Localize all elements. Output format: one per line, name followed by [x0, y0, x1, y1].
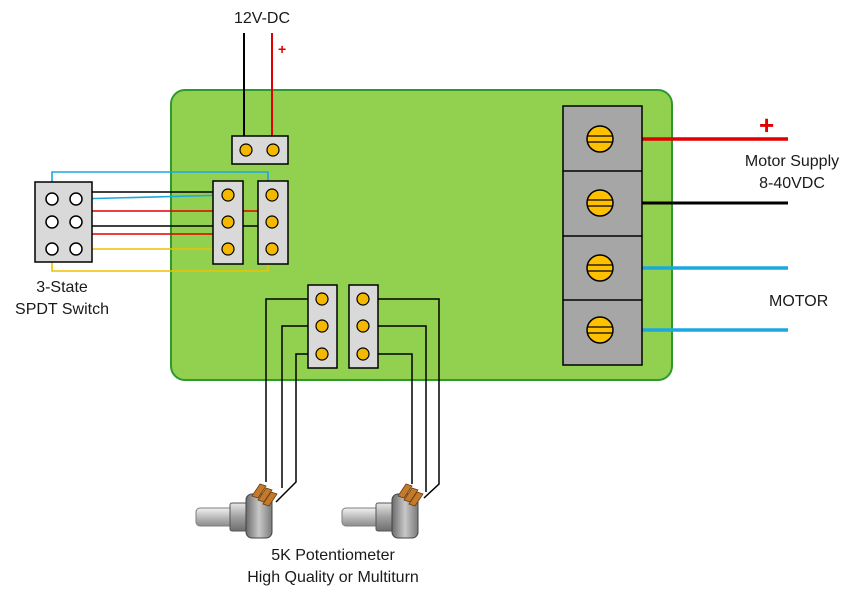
- switch-label: 3-State: [36, 279, 88, 296]
- terminal-block: [562, 105, 643, 366]
- header-pin: [266, 143, 280, 157]
- pot-left-wire-1: [265, 298, 322, 482]
- switch-blue-wire-b: [75, 194, 229, 200]
- power-input-label: 12V-DC: [233, 10, 291, 27]
- pot-label: 5K Potentiometer: [271, 547, 395, 564]
- switch-type-label: SPDT Switch: [15, 301, 109, 318]
- pot-quality-label: High Quality or Multiturn: [247, 569, 419, 586]
- screw-terminal-icon: [586, 125, 614, 153]
- header-pin: [239, 143, 253, 157]
- spdt-switch-icon: [34, 181, 93, 263]
- pot-right-wire-1: [363, 298, 440, 499]
- potentiometer-icon: [195, 483, 278, 539]
- potentiometer-icon: [341, 483, 424, 539]
- pot-right-wire-2: [363, 325, 427, 492]
- pot-header-left: [307, 284, 338, 369]
- pot-header-right: [348, 284, 379, 369]
- power-header: [231, 135, 289, 165]
- power-input-wires: [243, 33, 273, 150]
- screw-terminal-icon: [586, 254, 614, 282]
- switch-header-right: [257, 180, 289, 265]
- pot-right-wire-3: [363, 353, 413, 484]
- switch-header-left: [212, 180, 244, 265]
- motor-supply-label: Motor Supply: [744, 153, 840, 170]
- motor-label: MOTOR: [769, 293, 829, 310]
- motor-supply-plus-label: +: [759, 110, 775, 140]
- screw-terminal-icon: [586, 316, 614, 344]
- power-plus-label: +: [278, 41, 287, 57]
- motor-supply-voltage-label: 8-40VDC: [759, 175, 825, 192]
- driver-board: [170, 89, 673, 381]
- screw-terminal-icon: [586, 189, 614, 217]
